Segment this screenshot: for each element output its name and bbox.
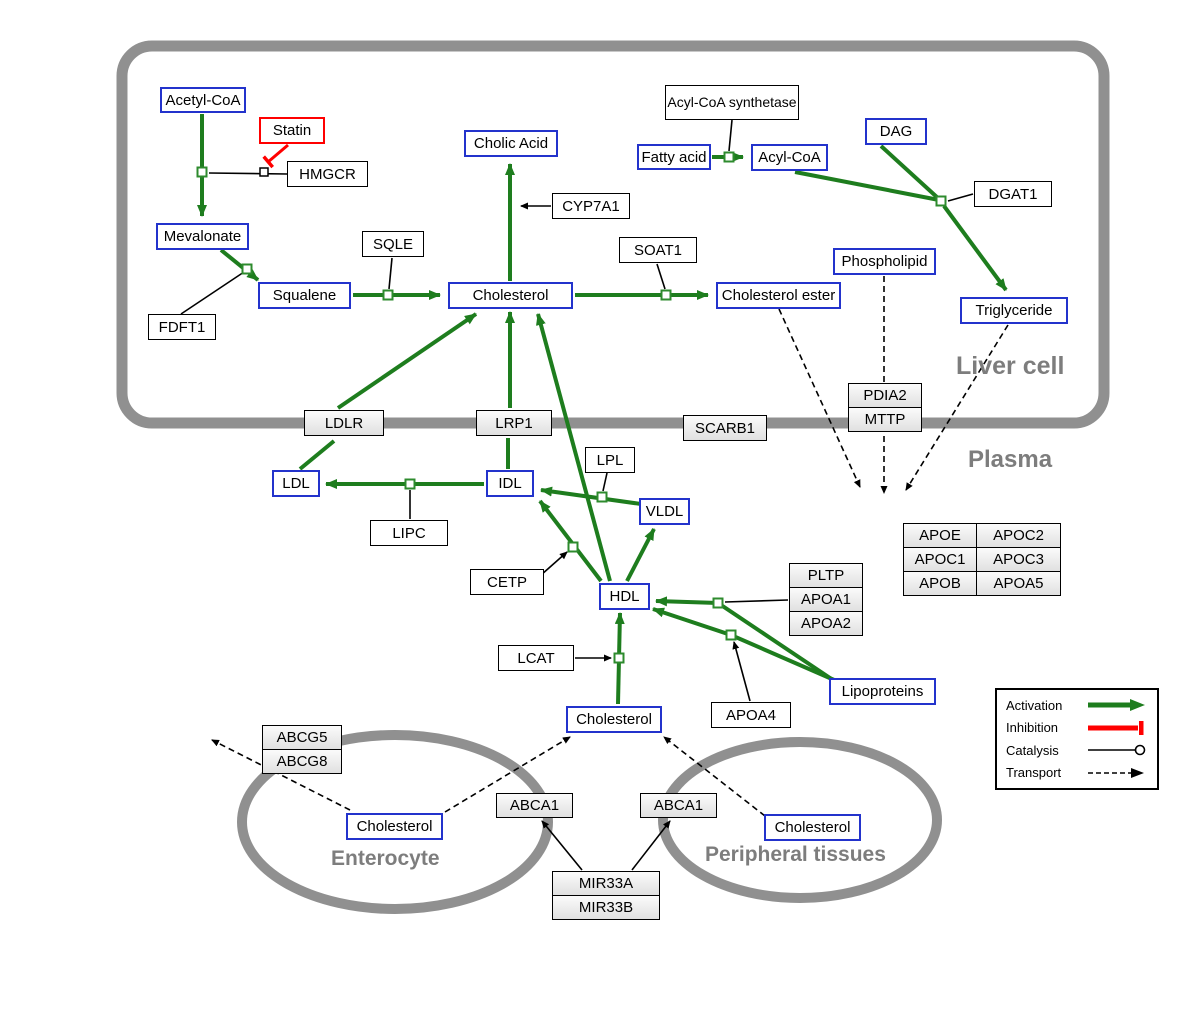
node-lrp1[interactable]: LRP1: [476, 410, 552, 436]
liver-cell-label: Liver cell: [956, 352, 1065, 380]
node-mir33a[interactable]: MIR33A: [552, 871, 660, 896]
node-acetyl-coa[interactable]: Acetyl-CoA: [160, 87, 246, 113]
node-mevalonate[interactable]: Mevalonate: [156, 223, 249, 250]
node-pltp[interactable]: PLTP: [789, 563, 863, 588]
node-cyp7a1[interactable]: CYP7A1: [552, 193, 630, 219]
node-mir33b[interactable]: MIR33B: [552, 895, 660, 920]
legend-row-catalysis: Catalysis: [1006, 742, 1148, 758]
reaction-nodes: [196, 151, 947, 664]
enterocyte-label: Enterocyte: [331, 847, 440, 870]
legend: Activation Inhibition Catalysis Transpor…: [995, 688, 1159, 790]
node-hmgcr[interactable]: HMGCR: [287, 161, 368, 187]
node-cholesterol-liver[interactable]: Cholesterol: [448, 282, 573, 309]
node-apoa2[interactable]: APOA2: [789, 611, 863, 636]
legend-catalysis-label: Catalysis: [1006, 742, 1059, 758]
node-apoa1[interactable]: APOA1: [789, 587, 863, 612]
catalysis-edges: [180, 119, 974, 871]
plasma-label: Plasma: [968, 446, 1053, 473]
node-phospholipid[interactable]: Phospholipid: [833, 248, 936, 275]
node-sqle[interactable]: SQLE: [362, 231, 424, 257]
transport-edges: [211, 276, 1009, 817]
node-dag[interactable]: DAG: [865, 118, 927, 145]
node-vldl[interactable]: VLDL: [639, 498, 690, 525]
statin-inhibition-edge: [262, 143, 289, 169]
inhibition-tbar-icon: [1088, 720, 1144, 735]
node-apoa4[interactable]: APOA4: [711, 702, 791, 728]
node-squalene[interactable]: Squalene: [258, 282, 351, 309]
catalysis-circle-icon: [1088, 745, 1146, 756]
node-cholic-acid[interactable]: Cholic Acid: [464, 130, 558, 157]
node-apoc3[interactable]: APOC3: [976, 547, 1061, 572]
peripheral-tissues-membrane: [658, 737, 942, 903]
legend-inhibition-label: Inhibition: [1006, 720, 1059, 736]
legend-row-transport: Transport: [1006, 765, 1148, 781]
node-lpl[interactable]: LPL: [585, 447, 635, 473]
node-cetp[interactable]: CETP: [470, 569, 544, 595]
node-dgat1[interactable]: DGAT1: [974, 181, 1052, 207]
node-apob[interactable]: APOB: [903, 571, 977, 596]
peripheral-tissues-label: Peripheral tissues: [705, 843, 886, 866]
node-idl[interactable]: IDL: [486, 470, 534, 497]
node-soat1[interactable]: SOAT1: [619, 237, 697, 263]
legend-transport-label: Transport: [1006, 765, 1062, 781]
node-fdft1[interactable]: FDFT1: [148, 314, 216, 340]
node-lcat[interactable]: LCAT: [498, 645, 574, 671]
node-ldlr[interactable]: LDLR: [304, 410, 384, 436]
legend-activation-label: Activation: [1006, 697, 1063, 713]
node-statin[interactable]: Statin: [259, 117, 325, 144]
node-abcg8[interactable]: ABCG8: [262, 749, 342, 774]
liver-cell-membrane: [116, 40, 1110, 429]
catalysis-port-node: [259, 167, 269, 177]
node-fatty-acid[interactable]: Fatty acid: [637, 144, 711, 170]
node-abca1-peripheral[interactable]: ABCA1: [640, 793, 717, 818]
node-cholesterol-enterocyte[interactable]: Cholesterol: [346, 813, 443, 840]
node-apoc2[interactable]: APOC2: [976, 523, 1061, 548]
node-lipoproteins[interactable]: Lipoproteins: [829, 678, 936, 705]
node-abcg5[interactable]: ABCG5: [262, 725, 342, 750]
activation-arrow-icon: [1088, 699, 1145, 711]
node-cholesterol-ester[interactable]: Cholesterol ester: [716, 282, 841, 309]
node-scarb1[interactable]: SCARB1: [683, 415, 767, 441]
node-cholesterol-plasma[interactable]: Cholesterol: [566, 706, 662, 733]
node-apoa5[interactable]: APOA5: [976, 571, 1061, 596]
node-hdl[interactable]: HDL: [599, 583, 650, 610]
legend-row-activation: Activation: [1006, 697, 1148, 713]
transport-arrow-icon: [1088, 767, 1144, 778]
legend-row-inhibition: Inhibition: [1006, 720, 1148, 736]
node-apoc1[interactable]: APOC1: [903, 547, 977, 572]
node-triglyceride[interactable]: Triglyceride: [960, 297, 1068, 324]
node-acyl-coa[interactable]: Acyl-CoA: [751, 144, 828, 171]
node-abca1-enterocyte[interactable]: ABCA1: [496, 793, 573, 818]
node-apoe[interactable]: APOE: [903, 523, 977, 548]
node-mttp[interactable]: MTTP: [848, 407, 922, 432]
node-acyl-coa-synthetase[interactable]: Acyl-CoA synthetase: [665, 85, 799, 120]
node-cholesterol-peripheral[interactable]: Cholesterol: [764, 814, 861, 841]
node-pdia2[interactable]: PDIA2: [848, 383, 922, 408]
node-ldl[interactable]: LDL: [272, 470, 320, 497]
node-lipc[interactable]: LIPC: [370, 520, 448, 546]
